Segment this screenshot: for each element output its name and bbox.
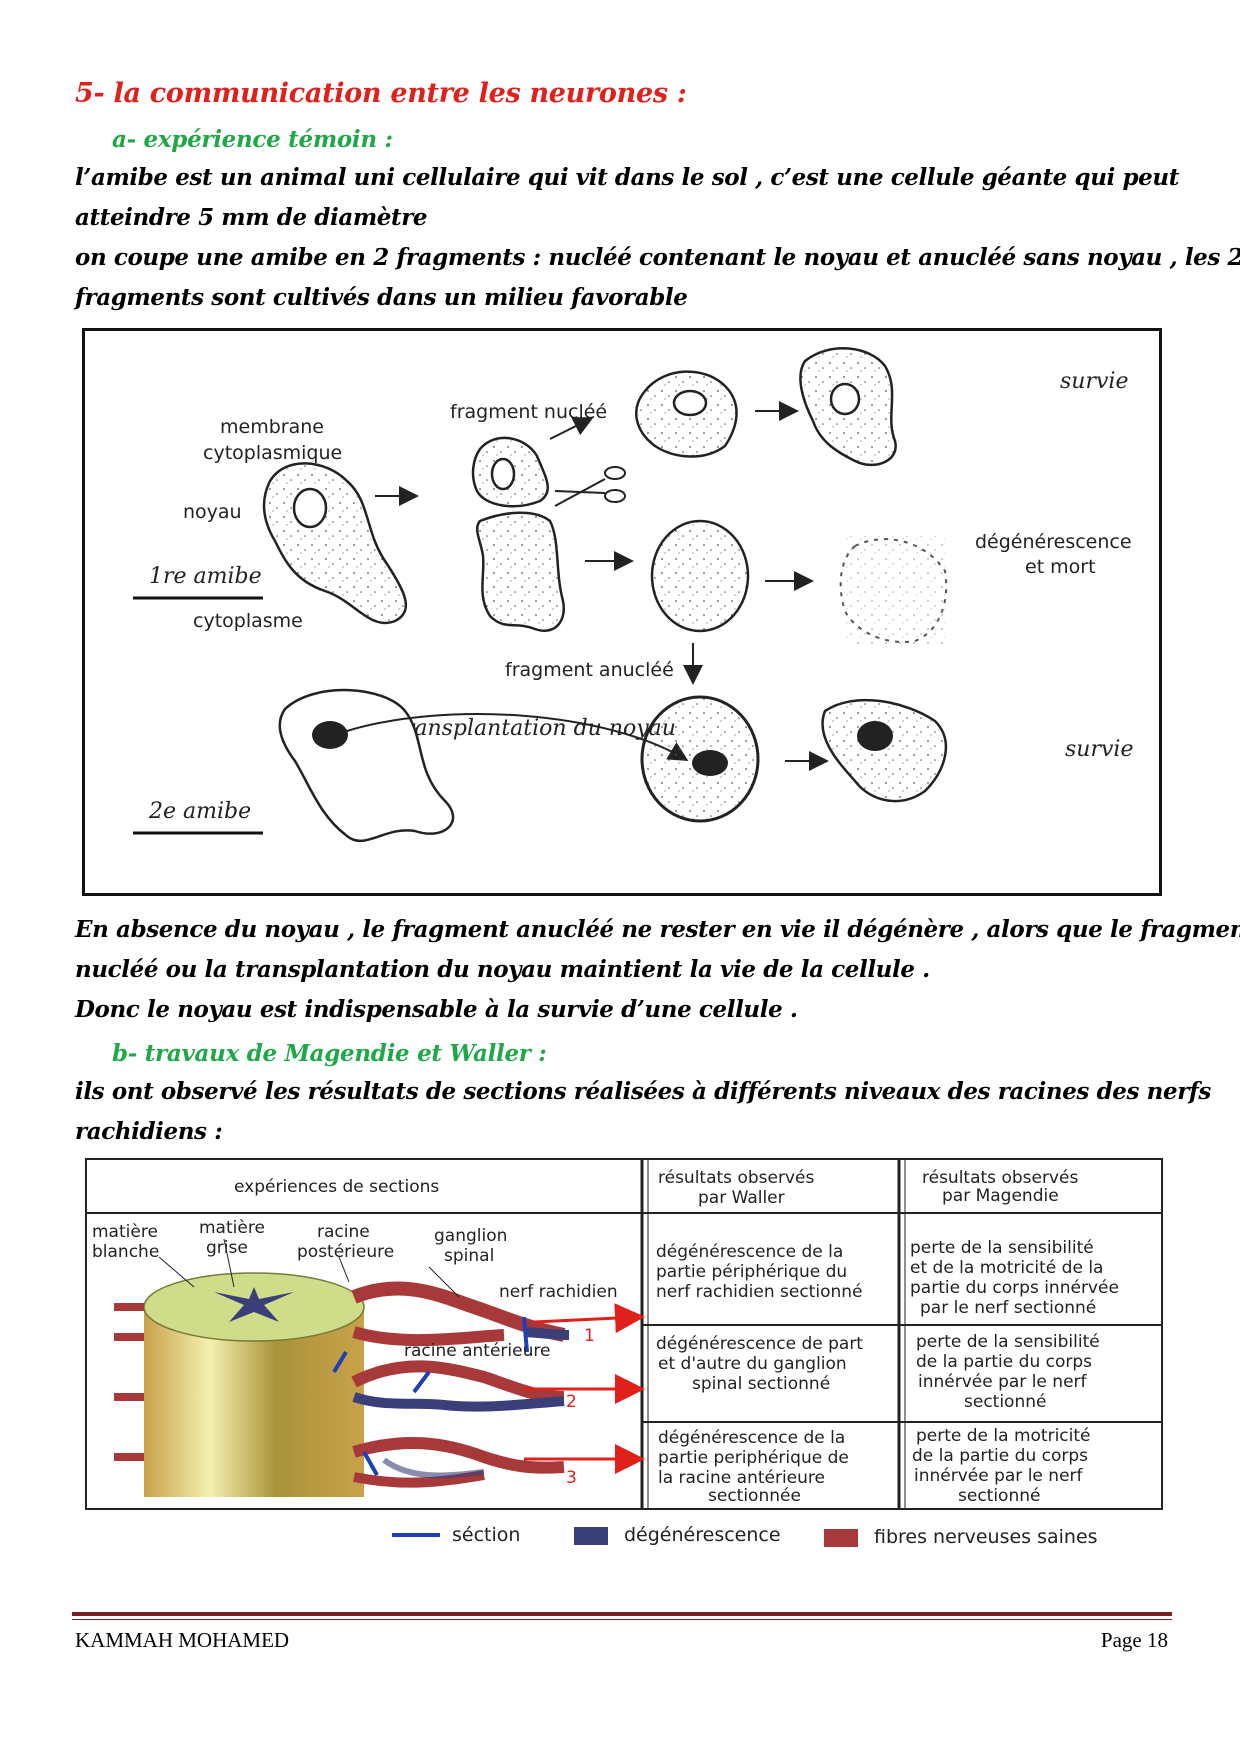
fragment-anuclee-rond xyxy=(650,519,750,633)
subtitle-a: a- expérience témoin : xyxy=(112,126,393,153)
para1-line: l’amibe est un animal uni cellulaire qui… xyxy=(75,164,1179,191)
amoeba-2 xyxy=(278,688,455,843)
paragraph-sections: ils ont observé les résultats de section… xyxy=(75,1072,1211,1152)
section-title: 5- la communication entre les neurones : xyxy=(75,78,687,109)
table-row: dégénérescence de part et d'autre du gan… xyxy=(656,1332,1100,1412)
table-row: dégénérescence de la partie periphérique… xyxy=(658,1426,1091,1506)
waller-cell: partie periphérique de xyxy=(658,1448,849,1468)
para1-line: on coupe une amibe en 2 fragments : nucl… xyxy=(75,244,1240,271)
legend-degeneration: dégénérescence xyxy=(624,1524,781,1546)
magendie-cell: de la partie du corps xyxy=(916,1352,1092,1372)
footer-divider xyxy=(72,1612,1172,1616)
legend: séction dégénérescence fibres nerveuses … xyxy=(392,1524,1098,1548)
waller-cell: nerf rachidien sectionné xyxy=(656,1282,862,1302)
amoeba-survie-1 xyxy=(635,370,738,458)
waller-cell: et d'autre du ganglion xyxy=(658,1354,847,1374)
label-membrane: cytoplasmique xyxy=(203,442,342,464)
fragment-nuclee xyxy=(471,436,549,508)
label-cytoplasme: cytoplasme xyxy=(193,610,303,632)
magendie-cell: perte de la sensibilité xyxy=(910,1238,1094,1258)
magendie-cell: partie du corps innérvée xyxy=(910,1278,1119,1298)
label-transplantation: transplantation du noyau xyxy=(395,716,676,741)
waller-cell: dégénérescence de la xyxy=(658,1428,845,1448)
amoeba-figure: membrane cytoplasmique noyau 1re amibe c… xyxy=(82,328,1162,896)
label-degenerescence: et mort xyxy=(1025,556,1096,578)
label-survie: survie xyxy=(1060,369,1128,394)
magendie-cell: sectionné xyxy=(958,1486,1040,1506)
paragraph-conclusion: En absence du noyau , le fragment anuclé… xyxy=(75,910,1240,1030)
para1-line: fragments sont cultivés dans un milieu f… xyxy=(75,284,688,311)
label-membrane: membrane xyxy=(220,416,324,438)
amoeba-survie-2 xyxy=(799,347,897,467)
waller-cell: dégénérescence de la xyxy=(656,1242,843,1262)
para2-line: En absence du noyau , le fragment anuclé… xyxy=(75,916,1240,943)
label-number-3: 3 xyxy=(566,1468,577,1488)
para3-line: rachidiens : xyxy=(75,1118,223,1145)
label-amibe1: 1re amibe xyxy=(149,564,262,589)
magendie-cell: et de la motricité de la xyxy=(910,1258,1103,1278)
footer-page-number: Page 18 xyxy=(1100,1628,1168,1652)
label-noyau: noyau xyxy=(183,501,242,523)
amoeba-1 xyxy=(262,462,407,625)
magendie-cell: perte de la sensibilité xyxy=(916,1332,1100,1352)
label-matiere-grise: grise xyxy=(206,1238,248,1258)
waller-cell: spinal sectionné xyxy=(692,1374,830,1394)
label-matiere-grise: matière xyxy=(199,1218,265,1238)
legend-section: séction xyxy=(452,1524,520,1546)
label-number-1: 1 xyxy=(584,1326,595,1346)
label-survie: survie xyxy=(1065,737,1133,762)
header-experiences: expériences de sections xyxy=(234,1177,439,1197)
spinal-cord-illustration xyxy=(114,1238,570,1497)
header-magendie: par Magendie xyxy=(942,1186,1059,1206)
label-ganglion-spinal: spinal xyxy=(444,1246,494,1266)
magendie-cell: innérvée par le nerf xyxy=(914,1466,1084,1486)
magendie-cell: sectionné xyxy=(964,1392,1046,1412)
header-waller: par Waller xyxy=(698,1188,785,1208)
header-waller: résultats observés xyxy=(658,1168,814,1188)
waller-cell: la racine antérieure xyxy=(658,1468,825,1488)
label-fragment-nuclee: fragment nucléé xyxy=(450,401,607,423)
label-degenerescence: dégénérescence xyxy=(975,531,1132,553)
amoeba-survie-3 xyxy=(821,698,948,803)
waller-cell: sectionnée xyxy=(708,1486,801,1506)
cellule-transplantee xyxy=(640,695,760,823)
waller-cell: dégénérescence de part xyxy=(656,1334,863,1354)
para3-line: ils ont observé les résultats de section… xyxy=(75,1078,1211,1105)
header-magendie: résultats observés xyxy=(922,1168,1078,1188)
waller-cell: partie périphérique du xyxy=(656,1262,847,1282)
label-racine-anterieure: racine antérieure xyxy=(404,1341,550,1361)
label-matiere-blanche: blanche xyxy=(92,1242,159,1262)
fragment-anuclee xyxy=(475,511,566,632)
label-fragment-anuclee: fragment anucléé xyxy=(505,659,674,681)
magendie-cell: de la partie du corps xyxy=(912,1446,1088,1466)
footer-divider xyxy=(72,1619,1172,1620)
subtitle-b: b- travaux de Magendie et Waller : xyxy=(112,1040,547,1067)
label-ganglion-spinal: ganglion xyxy=(434,1226,507,1246)
magendie-cell: innérvée par le nerf xyxy=(918,1372,1088,1392)
paragraph-amibe: l’amibe est un animal uni cellulaire qui… xyxy=(75,158,1240,318)
footer-author: KAMMAH MOHAMED xyxy=(75,1628,290,1652)
label-racine-posterieure: racine xyxy=(317,1222,370,1242)
label-number-2: 2 xyxy=(566,1392,577,1412)
magendie-cell: par le nerf sectionné xyxy=(920,1298,1096,1318)
table-row: dégénérescence de la partie périphérique… xyxy=(656,1238,1119,1318)
legend-healthy: fibres nerveuses saines xyxy=(874,1526,1098,1548)
amoeba-degeneree xyxy=(839,536,948,646)
scissors-icon xyxy=(554,466,626,507)
sections-figure: expériences de sections résultats observ… xyxy=(84,1157,1164,1577)
sections-diagram: expériences de sections résultats observ… xyxy=(85,1158,1163,1548)
para1-line: atteindre 5 mm de diamètre xyxy=(75,204,428,231)
magendie-cell: perte de la motricité xyxy=(916,1426,1091,1446)
label-matiere-blanche: matière xyxy=(92,1222,158,1242)
label-nerf-rachidien: nerf rachidien xyxy=(499,1282,618,1302)
para2-line: nucléé ou la transplantation du noyau ma… xyxy=(75,956,930,983)
para2-line: Donc le noyau est indispensable à la sur… xyxy=(75,996,798,1023)
label-amibe2: 2e amibe xyxy=(148,799,251,824)
amoeba-diagram: membrane cytoplasmique noyau 1re amibe c… xyxy=(133,347,1133,843)
label-racine-posterieure: postérieure xyxy=(297,1242,394,1262)
